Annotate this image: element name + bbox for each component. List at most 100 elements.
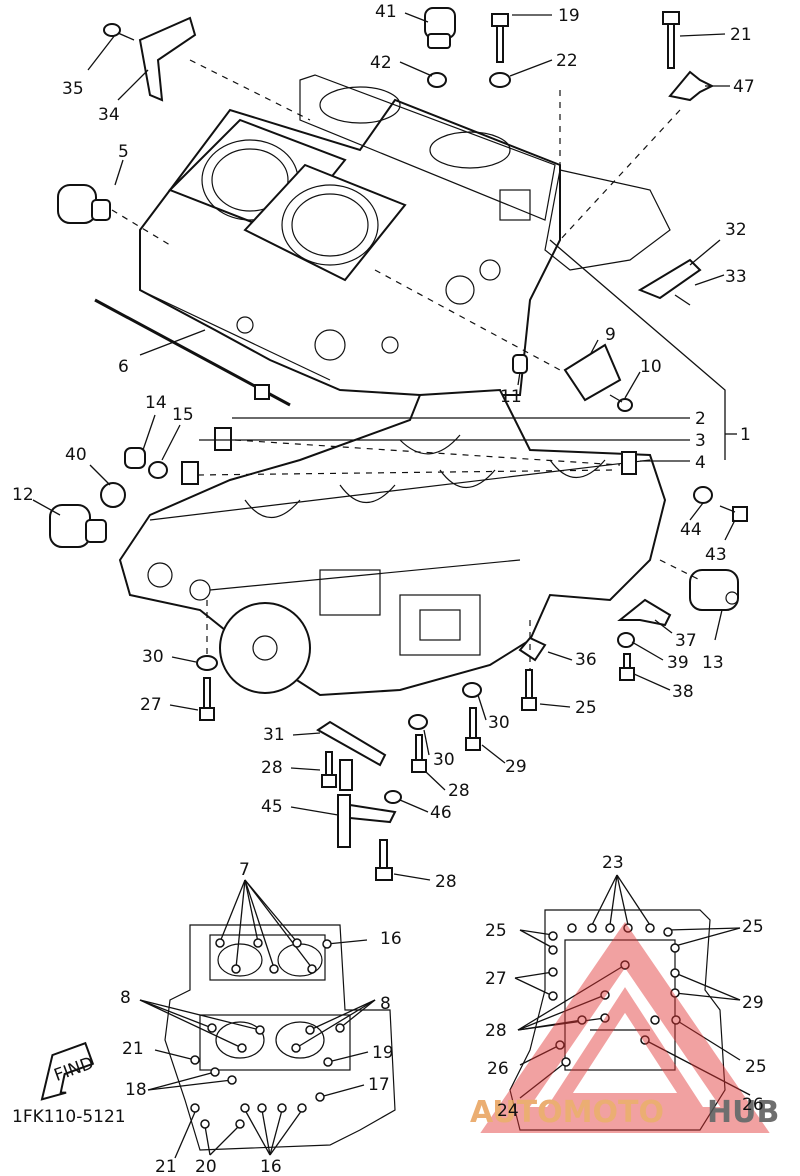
callout-13: 13 — [702, 653, 724, 673]
callout-26-b: 26 — [742, 1095, 764, 1115]
part-34-plate — [138, 16, 197, 102]
callout-28-b: 28 — [448, 781, 470, 801]
callout-21: 21 — [730, 25, 752, 45]
part-14-plug — [124, 447, 146, 469]
callout-15: 15 — [172, 405, 194, 425]
callout-23: 23 — [602, 853, 624, 873]
callout-32: 32 — [725, 220, 747, 240]
part-35-screw — [103, 23, 135, 41]
callout-20: 20 — [195, 1157, 217, 1176]
callout-18: 18 — [125, 1080, 147, 1100]
callout-25: 25 — [575, 698, 597, 718]
part-5-plug — [57, 184, 111, 224]
callout-8-a: 8 — [120, 988, 131, 1008]
part-4-dowel — [621, 451, 637, 475]
part-39-washer — [617, 632, 635, 648]
part-28-bolt-a — [411, 734, 427, 773]
inset-lower-case-bolt-pattern — [509, 874, 751, 1131]
part-pipe-stub — [339, 759, 353, 791]
part-44-washer — [693, 486, 713, 504]
part-30-washer-b — [462, 682, 482, 698]
callout-6: 6 — [118, 357, 129, 377]
callout-19: 19 — [558, 6, 580, 26]
part-28-bolt-b — [321, 751, 337, 788]
find-arrow-icon: FIND — [40, 1041, 96, 1101]
callout-37: 37 — [675, 631, 697, 651]
callout-35: 35 — [62, 79, 84, 99]
part-33-screw — [674, 294, 691, 306]
callout-11: 11 — [500, 387, 522, 407]
callout-42: 42 — [370, 53, 392, 73]
callout-8-b: 8 — [380, 994, 391, 1014]
callout-29-b: 29 — [742, 993, 764, 1013]
part-3-dowel — [181, 461, 199, 485]
inset-upper-case-bolt-pattern — [139, 879, 396, 1159]
callout-22: 22 — [556, 51, 578, 71]
rear-cylinder-bank — [319, 86, 511, 169]
callout-labels: 41 42 19 22 21 47 35 34 5 6 32 33 9 10 1… — [12, 2, 767, 1176]
callout-28-c: 28 — [435, 872, 457, 892]
callout-30-c: 30 — [433, 750, 455, 770]
part-10-screw — [609, 394, 633, 412]
part-38-bolt — [619, 653, 635, 681]
part-12-plug — [49, 504, 107, 548]
callout-43: 43 — [705, 545, 727, 565]
part-6-oil-pipe — [94, 298, 291, 407]
callout-16-b: 16 — [260, 1157, 282, 1176]
part-40-cap — [100, 482, 126, 508]
part-2-dowel — [214, 427, 232, 451]
callout-36: 36 — [575, 650, 597, 670]
callout-14: 14 — [145, 393, 167, 413]
part-37-bracket — [617, 598, 672, 627]
callout-28-a: 28 — [261, 758, 283, 778]
callout-30-b: 30 — [488, 713, 510, 733]
part-32-plate — [637, 258, 702, 300]
callout-31: 31 — [263, 725, 285, 745]
callout-29: 29 — [505, 757, 527, 777]
part-15-o-ring — [148, 461, 168, 479]
callout-9: 9 — [605, 325, 616, 345]
part-46-o-ring — [384, 790, 402, 804]
callout-39: 39 — [667, 653, 689, 673]
callout-4: 4 — [695, 453, 706, 473]
part-43-bolt — [719, 505, 748, 522]
callout-34: 34 — [98, 105, 120, 125]
part-11-plug — [512, 354, 528, 374]
callout-17: 17 — [368, 1075, 390, 1095]
part-31-plate — [316, 720, 387, 767]
callout-24: 24 — [497, 1101, 519, 1121]
callout-25-d: 25 — [745, 1057, 767, 1077]
part-27-bolt — [199, 677, 215, 721]
cylinder-bore-rear — [243, 163, 407, 282]
lower-crankcase — [118, 388, 667, 697]
part-21-bolt — [662, 11, 680, 69]
part-42-o-ring — [427, 72, 447, 88]
part-22-washer — [489, 72, 511, 88]
callout-21-c: 21 — [155, 1157, 177, 1176]
callout-27: 27 — [140, 695, 162, 715]
part-30-washer-c — [408, 714, 428, 730]
callout-44: 44 — [680, 520, 702, 540]
callout-2: 2 — [695, 409, 706, 429]
callout-46: 46 — [430, 803, 452, 823]
callout-12: 12 — [12, 485, 34, 505]
watermark-triangle-mark — [480, 922, 770, 1133]
callout-47: 47 — [733, 77, 755, 97]
callout-28-d: 28 — [485, 1021, 507, 1041]
callout-19-b: 19 — [372, 1043, 394, 1063]
watermark-text-hub: HUB — [707, 1095, 779, 1130]
part-45-pipe — [337, 794, 397, 848]
part-30-washer-a — [196, 655, 218, 671]
callout-33: 33 — [725, 267, 747, 287]
callout-7: 7 — [239, 860, 250, 880]
callout-45: 45 — [261, 797, 283, 817]
callout-40: 40 — [65, 445, 87, 465]
callout-38: 38 — [672, 682, 694, 702]
watermark-logo: AUTOMOTO HUB — [470, 922, 779, 1133]
callout-1: 1 — [740, 425, 751, 445]
part-41-cap — [424, 7, 456, 49]
part-13-plug — [689, 569, 739, 611]
callout-30-a: 30 — [142, 647, 164, 667]
callout-26-a: 26 — [487, 1059, 509, 1079]
